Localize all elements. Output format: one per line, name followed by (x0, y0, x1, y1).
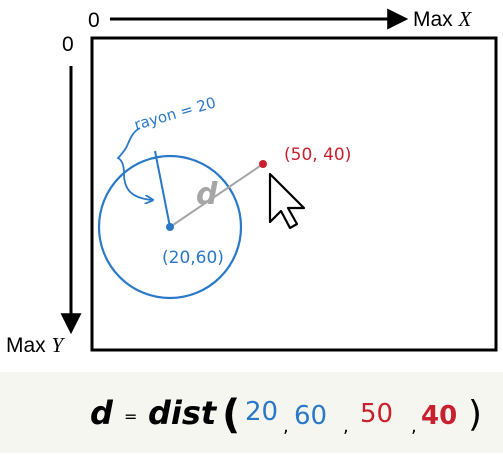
cursor-arrow-icon (268, 172, 306, 230)
formula-sep-2: , (343, 416, 349, 437)
radius-line (154, 150, 171, 228)
x-axis-max-label: Max X (413, 7, 472, 31)
y-axis-max-label: Max Y (6, 333, 64, 357)
circle-center-label: (20,60) (162, 248, 224, 268)
formula-lhs: d (90, 394, 114, 432)
circle-shape (97, 154, 243, 300)
formula-svg: d = dist ( 20 , 60 , 50 , 40 ) (90, 392, 482, 438)
diagram-svg: rayon = 20 d (20,60) (50, 40) (60, 8, 498, 352)
distance-label: d (196, 177, 218, 212)
radius-label: rayon = 20 (132, 93, 218, 133)
x-axis-max-prefix: Max (413, 8, 459, 31)
y-axis-max-prefix: Max (6, 334, 52, 357)
formula-open-paren: ( (222, 392, 240, 438)
formula-arg-1: 20 (245, 397, 278, 427)
radius-pointer-brace (116, 127, 152, 200)
y-axis-origin-label: 0 (62, 33, 74, 56)
formula-function: dist (148, 394, 218, 432)
y-axis-max-var: Y (51, 333, 64, 357)
mouse-point-dot (259, 160, 267, 168)
canvas-frame (90, 36, 498, 352)
formula-sep-3: , (411, 416, 417, 437)
formula-arg-2: 60 (294, 401, 327, 431)
distance-line (169, 163, 264, 228)
x-axis-origin-label: 0 (88, 9, 100, 32)
mouse-point-label: (50, 40) (284, 145, 351, 165)
formula-close-paren: ) (468, 394, 482, 435)
formula-sep-1: , (283, 416, 289, 437)
formula-band: d = dist ( 20 , 60 , 50 , 40 ) (0, 372, 503, 453)
formula-arg-3: 50 (360, 399, 393, 429)
circle-center-dot (166, 223, 174, 231)
formula-equals: = (124, 407, 137, 426)
x-axis-max-var: X (458, 7, 472, 31)
formula-arg-4: 40 (421, 401, 457, 431)
